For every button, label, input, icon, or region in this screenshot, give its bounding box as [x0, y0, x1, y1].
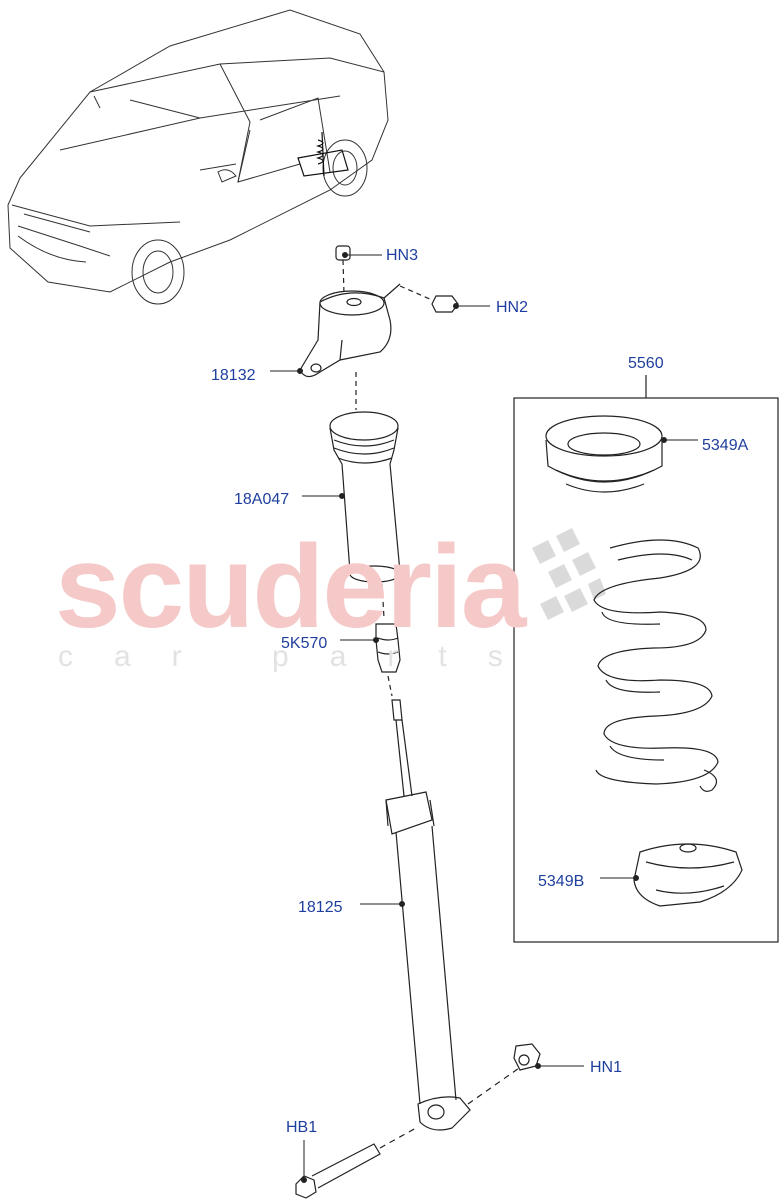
callout-label-18a047: 18A047 — [234, 491, 290, 508]
callout-label-5560: 5560 — [628, 355, 664, 372]
callout-label-18132: 18132 — [211, 367, 256, 384]
checkered-flag-logo — [532, 528, 606, 620]
callout-label-hn1: HN1 — [590, 1059, 623, 1076]
callout-label-hb1: HB1 — [286, 1119, 318, 1136]
vehicle-locator-illustration — [7, 9, 389, 305]
callout-label-5k570: 5K570 — [281, 635, 328, 652]
dust-boot-part — [329, 372, 401, 583]
callout-label-5349b: 5349B — [538, 873, 585, 890]
watermark-tagline: car parts — [58, 640, 544, 673]
bump-stop-part — [375, 583, 401, 697]
shock-absorber-part — [385, 699, 523, 1131]
watermark-brand: scuderia — [55, 521, 526, 653]
callout-label-18125: 18125 — [298, 899, 343, 916]
callout-label-5349a: 5349A — [702, 437, 749, 454]
callout-leaders — [270, 252, 698, 1183]
coil-spring-part — [593, 539, 719, 792]
callout-label-hn3: HN3 — [386, 247, 419, 264]
lower-spring-seat-part — [633, 843, 743, 907]
upper-spring-seat-part — [545, 415, 663, 493]
hb1-bolt-part — [295, 1127, 417, 1199]
hn2-nut-part — [399, 285, 459, 313]
hn3-nut-part — [335, 245, 351, 295]
spring-assembly-inset — [513, 375, 779, 943]
callout-label-hn2: HN2 — [496, 299, 529, 316]
top-mount-bracket — [299, 283, 401, 378]
